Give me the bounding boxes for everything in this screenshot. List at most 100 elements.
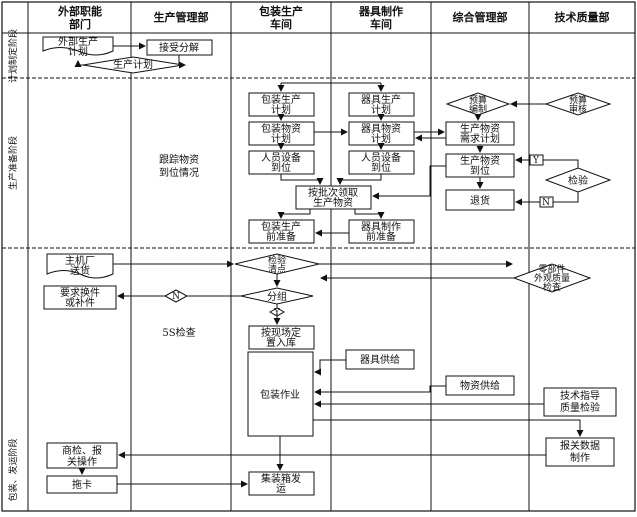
label-pack-staff-1: 人员设备 [261,151,301,164]
label-tool-mat-plan-2: 计划 [371,132,391,145]
label-pack-mat-plan-2: 计划 [271,132,291,145]
label-customs-1: 商检、报 [62,444,102,457]
label-supplier-1: 主机厂 [65,254,95,267]
node-customs-inspection [46,442,118,469]
label-batch-2: 生产物资 [313,196,353,209]
label-5s-check: 5S检查 [162,326,195,339]
node-batch-collect [295,185,372,210]
node-packing-work [247,351,314,437]
flag-no-label: N [542,198,550,208]
node-sort [240,287,314,305]
node-supplier-delivery [46,253,114,279]
edge-accept-to-plan [178,55,186,69]
label-parts-check-3: 检查 [543,281,561,293]
label-customs-2: 关操作 [67,455,97,468]
edge-packing-to-customs-data [313,419,584,437]
label-tool-prep-1: 器具制作 [361,220,401,233]
flag-yes-2-box [268,307,286,317]
edge-plan-to-external [74,60,83,67]
label-tool-mat-plan-1: 器具物资 [361,122,401,135]
label-return: 退货 [470,194,490,207]
label-mat-req-plan-1: 生产物资 [460,122,500,135]
label-store-2: 置入库 [266,336,296,349]
label-customs-data-2: 制作 [570,451,590,464]
label-production-plan: 生产计划 [113,58,153,71]
node-tech-guidance [543,387,617,417]
node-budget-review [544,92,612,116]
edge-arrival-to-batch [372,165,446,200]
label-replace-2: 或补件 [65,296,95,309]
label-track-2: 到位情况 [159,166,199,179]
edge-batch-to-tool-prep [354,209,385,219]
label-pack-staff-2: 到位 [271,161,291,174]
label-tool-plan-1: 器具生产 [361,93,401,106]
column-header-packaging: 包装生产 [258,4,303,18]
node-parts-check [512,263,592,293]
column-header-external: 外部职能 [57,4,102,18]
label-ship-1: 集装箱发 [261,472,301,485]
label-inspect-a: 检验 [568,174,588,187]
edge-batch-to-pack-prep [277,209,311,219]
edge-mat-supply-to-packing [314,385,446,396]
label-tech-guide-2: 质量检验 [560,401,600,414]
phase-label-planning: 计划制定阶段 [7,29,19,83]
label-tool-prep-2: 前准备 [366,230,396,243]
label-budget-review-1: 预算 [569,94,587,106]
label-mat-arrive-1: 生产物资 [460,154,500,167]
node-external-plan [42,36,114,56]
label-mat-supply: 物资供给 [460,379,500,392]
node-pack-prep [248,219,315,244]
label-external-plan-2: 计划 [68,45,88,58]
column-header-production: 生产管理部 [154,10,209,24]
label-parts-check-2: 外观质量 [534,272,570,284]
column-header-external-2: 部门 [69,17,91,31]
label-tech-guide-1: 技术指导 [560,389,600,402]
column-header-quality: 技术质量部 [555,10,610,24]
label-supplier-2: 送货 [70,264,90,277]
label-pack-prep-2: 前准备 [266,230,296,243]
label-tool-staff-2: 到位 [371,161,391,174]
edge-pack-staff-to-batch [280,174,324,185]
label-truck: 拖卡 [72,478,92,491]
label-inspect-count-1: 检验 [268,254,286,266]
label-replace-1: 要求换件 [60,286,100,299]
flag-no-box [539,196,554,208]
label-mat-arrive-2: 到位 [470,164,490,177]
label-mat-req-plan-2: 需求计划 [460,132,500,145]
flag-yes-label: Y [532,156,540,166]
label-pack-mat-plan-1: 包装物资 [261,122,301,135]
node-inspect-material [544,167,612,193]
label-accept: 接受分解 [159,41,199,54]
label-pack-prep-1: 包装生产 [261,220,301,233]
label-parts-check-1: 零部件 [538,263,565,275]
edge-tool-staff-to-batch [336,174,382,185]
label-sort: 分组 [267,290,287,303]
node-tool-prep [348,219,415,244]
column-header-tooling: 器具制作 [358,4,403,18]
label-external-plan-1: 外部生产 [58,35,98,48]
flag-no-2-box [163,289,189,303]
column-header-packaging-2: 车间 [270,17,292,31]
phase-label-shipping: 包装、发运阶段 [7,438,19,501]
label-track-1: 跟踪物资 [159,153,199,166]
node-customs-data [545,437,615,467]
node-store [248,325,315,350]
label-tool-supply: 器具供给 [360,353,400,366]
flag-yes-box [529,154,544,166]
column-header-tooling-2: 车间 [370,17,392,31]
label-tool-plan-2: 计划 [371,103,391,116]
edge-inspect-no [515,192,579,206]
label-budget-1: 预算 [469,94,487,106]
label-budget-review-2: 审核 [569,103,587,115]
node-container-shipping [248,471,315,496]
label-tool-staff-1: 人员设备 [361,151,401,164]
node-budget [445,92,511,116]
label-pack-plan-2: 计划 [271,103,291,116]
label-budget-2: 编制 [469,103,487,115]
flag-no-2-label: N [172,292,180,302]
label-customs-data-1: 报关数据 [560,439,600,452]
label-packing: 包装作业 [260,388,300,401]
